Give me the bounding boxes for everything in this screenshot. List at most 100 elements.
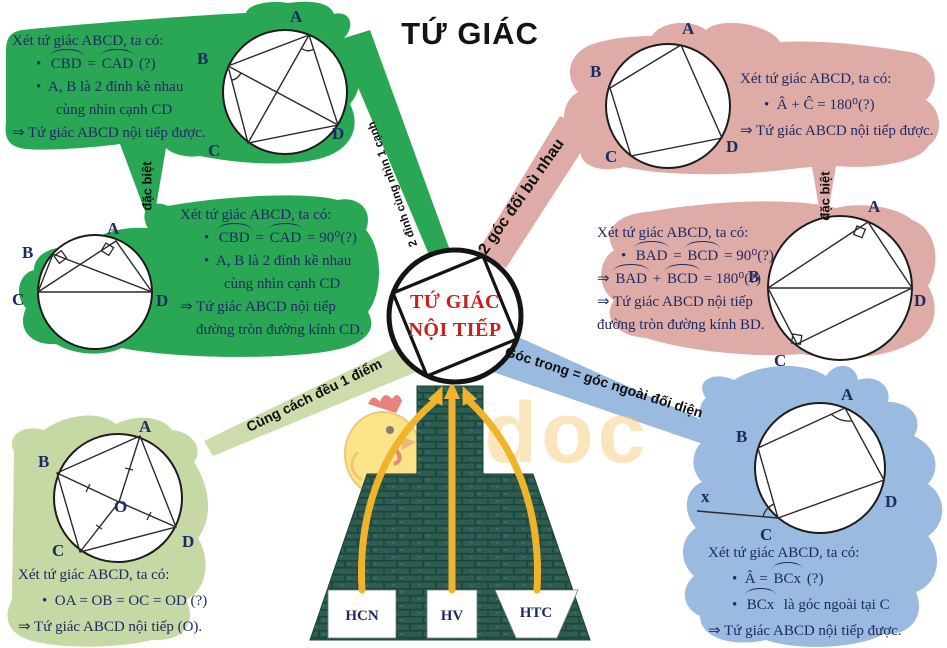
arrowhead-left bbox=[427, 385, 443, 406]
center-point-label: O bbox=[114, 497, 127, 516]
panel-formula: • CBD = CAD = 90⁰(?) bbox=[180, 223, 392, 250]
vertex-label: D bbox=[182, 532, 194, 551]
vertex-label: A bbox=[107, 219, 120, 238]
central-topic-line1: TỨ GIÁC bbox=[410, 291, 500, 313]
branch-wedge-pink bbox=[478, 116, 594, 268]
panel-intro: Xét tứ giác ABCD, ta có: bbox=[740, 71, 892, 87]
panel-formula: • BCx là góc ngoài tại C bbox=[708, 588, 943, 618]
quad-g1 bbox=[227, 34, 339, 144]
page-title: TỨ GIÁC bbox=[401, 16, 539, 51]
arrow-left bbox=[358, 398, 438, 594]
panel-line: • A, B là 2 đỉnh kề nhau bbox=[204, 253, 352, 269]
panel-line: cùng nhìn cạnh CD bbox=[224, 276, 341, 292]
vertex-label: A bbox=[841, 385, 854, 404]
panel-formula: • CBD = CAD (?) bbox=[12, 49, 242, 76]
diagram-equidistant: A B C D O bbox=[38, 417, 194, 563]
label-htc: HTC bbox=[520, 605, 553, 621]
arrow-right bbox=[466, 398, 541, 594]
panel-conclusion: đường tròn đường kính BD. bbox=[597, 317, 765, 333]
branch-label-special-left: đặc biệt bbox=[139, 161, 155, 211]
vertex-label: D bbox=[156, 291, 168, 310]
branch-wedge-lightgreen bbox=[204, 337, 433, 456]
panel-two-vertices-text: Xét tứ giác ABCD, ta có: • CBD = CAD (?)… bbox=[12, 30, 242, 145]
diagram-two-vertices: A B C D bbox=[197, 7, 348, 160]
panel-intro: Xét tứ giác ABCD, ta có: bbox=[597, 225, 749, 241]
vertex-label: A bbox=[290, 7, 303, 26]
branch-wedge-green bbox=[338, 30, 452, 264]
panel-line: cùng nhìn cạnh CD bbox=[56, 102, 173, 118]
diagram-exterior-angle: A B C D x bbox=[696, 385, 897, 544]
panel-formula: • BAD = BCD = 90⁰(?) bbox=[597, 241, 822, 268]
panel-conclusion: ⇒ Tứ giác ABCD nội tiếp được. bbox=[12, 125, 206, 141]
vertex-label: C bbox=[52, 541, 64, 560]
vertex-label: A bbox=[139, 417, 152, 436]
inscribed-quadrilateral bbox=[390, 253, 520, 379]
panel-diameter-bd-text: Xét tứ giác ABCD, ta có: • BAD = BCD = 9… bbox=[597, 222, 822, 337]
right-angle-mark bbox=[100, 242, 115, 257]
central-circle bbox=[386, 247, 524, 385]
panel-line: • A, B là 2 đỉnh kề nhau bbox=[36, 79, 184, 95]
panel-conclusion: đường tròn đường kính CD. bbox=[196, 322, 364, 338]
central-node bbox=[386, 247, 524, 385]
panel-conclusion: ⇒ Tứ giác ABCD nội tiếp bbox=[597, 294, 753, 310]
vertex-label: D bbox=[914, 291, 926, 310]
ray-label: x bbox=[701, 487, 710, 506]
circle-g1 bbox=[222, 29, 348, 155]
panel-intro: Xét tứ giác ABCD, ta có: bbox=[18, 567, 170, 583]
vertex-label: C bbox=[605, 147, 617, 166]
arrowhead-right bbox=[462, 385, 478, 406]
panel-conclusion: ⇒ Tứ giác ABCD nội tiếp (O). bbox=[18, 619, 203, 635]
diagram-diameter-cd: A B C D bbox=[12, 219, 168, 350]
panel-exterior-angle-text: Xét tứ giác ABCD, ta có: • Â = BCx (?) •… bbox=[708, 540, 943, 644]
lines-bl bbox=[696, 407, 886, 519]
panel-formula: • Â + Ĉ = 180⁰(?) bbox=[764, 97, 875, 113]
vertex-label: B bbox=[736, 427, 747, 446]
panel-equidistant-text: Xét tứ giác ABCD, ta có: • OA = OB = OC … bbox=[18, 562, 258, 640]
circle-lg bbox=[53, 433, 183, 563]
vertex-label: B bbox=[38, 452, 49, 471]
panel-intro: Xét tứ giác ABCD, ta có: bbox=[708, 545, 860, 561]
vertex-label: D bbox=[726, 137, 738, 156]
panel-conclusion: ⇒ Tứ giác ABCD nội tiếp được. bbox=[740, 123, 934, 139]
vertex-label: D bbox=[332, 124, 344, 143]
label-hcn: HCN bbox=[345, 608, 379, 624]
vertex-label: A bbox=[868, 197, 881, 216]
diagram-diameter-bd: A B C D bbox=[748, 197, 926, 370]
panel-intro: Xét tứ giác ABCD, ta có: bbox=[12, 33, 164, 49]
central-topic-line2: NỘI TIẾP bbox=[408, 319, 502, 341]
trapezoid-shape-box bbox=[494, 589, 579, 639]
central-topic: TỨ GIÁC NỘI TIẾP bbox=[394, 288, 516, 344]
circle-p1 bbox=[605, 43, 731, 169]
vertex-label: B bbox=[748, 267, 759, 286]
branch-label-special-right: đặc biệt bbox=[817, 171, 833, 221]
arrowhead-center bbox=[444, 381, 460, 399]
panel-opposite-angles-text: Xét tứ giác ABCD, ta có: • Â + Ĉ = 180⁰(… bbox=[740, 66, 945, 144]
angle-arcs-bl bbox=[762, 413, 853, 518]
diagram-opposite-angles: A B C D bbox=[590, 19, 738, 169]
panel-formula: ⇒ BAD + BCD = 180⁰(?) bbox=[597, 264, 822, 291]
arrow-group bbox=[358, 381, 541, 594]
branch-connectors bbox=[204, 30, 749, 457]
label-hv: HV bbox=[441, 608, 464, 624]
square-shape-box bbox=[426, 589, 478, 639]
panel-diameter-cd-text: Xét tứ giác ABCD, ta có: • CBD = CAD = 9… bbox=[180, 204, 392, 342]
circle-bl bbox=[754, 402, 886, 534]
right-angle-mark bbox=[53, 249, 68, 265]
right-angle-mark bbox=[790, 333, 803, 346]
vertex-label: D bbox=[885, 492, 897, 511]
radius-ticks bbox=[85, 467, 152, 530]
vertex-label: C bbox=[12, 290, 24, 309]
panel-formula: • Â = BCx (?) bbox=[708, 562, 943, 592]
vertex-label: C bbox=[774, 351, 786, 370]
panel-intro: Xét tứ giác ABCD, ta có: bbox=[180, 207, 332, 223]
vertex-label: B bbox=[590, 62, 601, 81]
branch-wedge-blue bbox=[487, 331, 749, 457]
vertex-label: B bbox=[197, 49, 208, 68]
vertex-label: C bbox=[208, 141, 220, 160]
quad-p1 bbox=[609, 43, 723, 157]
panel-conclusion: ⇒ Tứ giác ABCD nội tiếp bbox=[180, 299, 336, 315]
vertex-label: A bbox=[682, 19, 695, 38]
right-angle-mark bbox=[852, 225, 867, 239]
